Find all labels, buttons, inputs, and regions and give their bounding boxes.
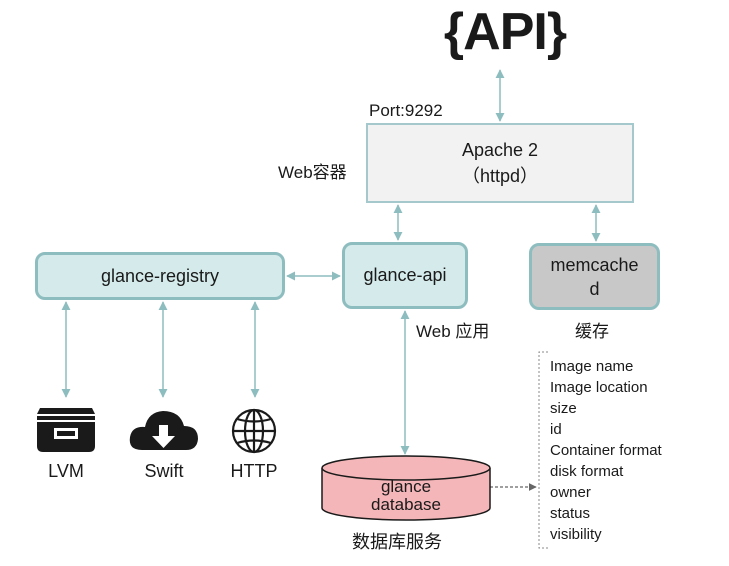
- cache-label: 缓存: [575, 322, 609, 341]
- apache-server-box: Apache 2 （httpd）: [366, 123, 634, 203]
- cloud-download-icon: [129, 411, 198, 450]
- metadata-field: Image name: [550, 358, 634, 375]
- metadata-field-list: Image name Image location size id Contai…: [550, 356, 662, 545]
- database-label: glance database: [322, 478, 490, 514]
- database-line2: database: [371, 495, 441, 514]
- apache-subtitle: （httpd）: [461, 166, 539, 186]
- glance-api-label: glance-api: [363, 265, 447, 285]
- glance-registry-label: glance-registry: [100, 265, 220, 286]
- metadata-field: Image location: [550, 379, 648, 396]
- globe-icon: [231, 408, 277, 454]
- memcache-line2: d: [589, 278, 600, 299]
- metadata-field: visibility: [550, 526, 602, 543]
- cabinet-icon: [37, 408, 95, 452]
- database-cylinder: [321, 455, 491, 521]
- fields-bracket: [538, 351, 548, 549]
- web-app-label: Web 应用: [416, 322, 490, 341]
- backend-swift-label: Swift: [144, 461, 184, 481]
- backend-lvm-label: LVM: [48, 461, 84, 481]
- metadata-field: status: [550, 505, 591, 522]
- memcache-line1: memcache: [550, 254, 639, 275]
- metadata-field: size: [550, 400, 577, 417]
- backend-http-label: HTTP: [230, 461, 278, 481]
- database-line1: glance: [380, 477, 432, 496]
- metadata-field: id: [550, 421, 562, 438]
- memcached-box: memcache d: [529, 243, 660, 310]
- metadata-field: Container format: [550, 442, 662, 459]
- metadata-field: disk format: [550, 463, 624, 480]
- apache-name: Apache 2: [461, 140, 539, 160]
- db-service-label: 数据库服务: [352, 532, 442, 552]
- glance-api-box: glance-api: [342, 242, 468, 309]
- port-label: Port:9292: [369, 101, 443, 120]
- api-title: {API}: [443, 3, 567, 61]
- web-container-label: Web容器: [278, 163, 347, 182]
- glance-registry-box: glance-registry: [35, 252, 285, 300]
- metadata-field: owner: [550, 484, 591, 501]
